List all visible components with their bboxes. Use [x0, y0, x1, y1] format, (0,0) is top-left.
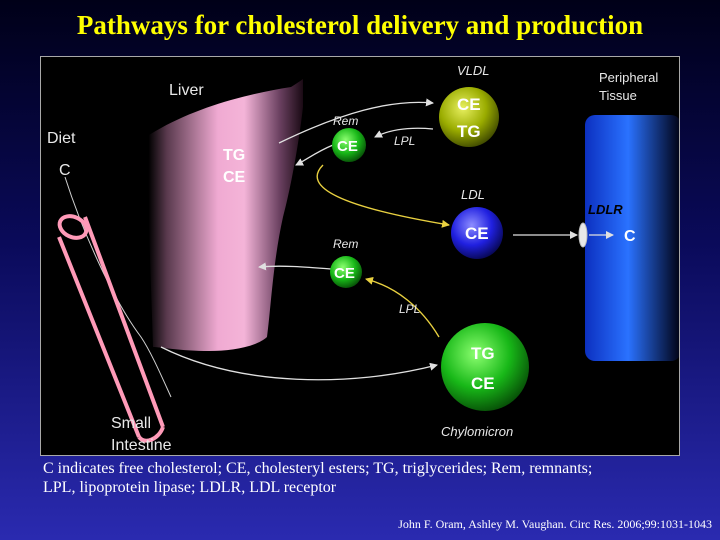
tissue-c-label: C [624, 228, 636, 245]
rem-mid-ce-label: CE [334, 265, 355, 282]
rem-top-label: Rem [333, 114, 358, 128]
arrow-rem-to-liver [295, 144, 334, 166]
small-label: Small [111, 415, 151, 432]
diet-c-label: C [59, 162, 71, 179]
lpl-top-label: LPL [394, 134, 415, 148]
ldlr-label: LDLR [588, 202, 623, 217]
vldl-tg-label: TG [457, 122, 481, 141]
liver-ce-label: CE [223, 169, 246, 186]
ldl-ce-label: CE [465, 224, 489, 243]
diagram-panel: Liver TG CE Diet C Small Intestine VLDL … [40, 56, 680, 456]
vldl-ce-label: CE [457, 95, 481, 114]
rem-top-ce-label: CE [337, 138, 358, 155]
citation: John F. Oram, Ashley M. Vaughan. Circ Re… [398, 517, 712, 531]
tissue-label: Tissue [599, 88, 637, 103]
caption-line-1: C indicates free cholesterol; CE, choles… [43, 460, 593, 477]
liver-shape [148, 79, 303, 351]
rem-mid-label: Rem [333, 237, 358, 251]
peripheral-label: Peripheral [599, 70, 658, 85]
arrow-chylo-to-rem [365, 276, 440, 338]
chylo-tg-label: TG [471, 344, 495, 363]
chylo-ce-label: CE [471, 374, 495, 393]
vldl-particle [439, 87, 499, 147]
caption-line-2: LPL, lipoprotein lipase; LDLR, LDL recep… [43, 479, 337, 496]
diet-label: Diet [47, 130, 76, 147]
ldl-label: LDL [461, 187, 485, 202]
figure-caption: C indicates free cholesterol; CE, choles… [43, 459, 703, 497]
intestine-label: Intestine [111, 437, 172, 454]
liver-label: Liver [169, 82, 204, 99]
arrow-rem-to-ldl [316, 164, 450, 228]
slide-title: Pathways for cholesterol delivery and pr… [76, 10, 644, 40]
intestine-tube-end [137, 426, 165, 443]
intestine-tube-opening [57, 214, 89, 240]
arrow-vldl-to-rem [374, 127, 434, 138]
peripheral-tissue-block [585, 115, 679, 361]
ldl-particle [451, 207, 503, 259]
arrow-rem-mid-to-liver [258, 262, 332, 271]
liver-tg-label: TG [223, 147, 245, 164]
chylomicron-particle [441, 323, 529, 411]
arrow-intestine-to-chylo [160, 346, 438, 381]
pathway-diagram: Liver TG CE Diet C Small Intestine VLDL … [47, 63, 679, 454]
remnant-particle-middle [330, 256, 362, 288]
lpl-bottom-label: LPL [399, 302, 420, 316]
chylomicron-label: Chylomicron [441, 424, 513, 439]
vldl-label: VLDL [457, 63, 490, 78]
remnant-particle-top [332, 128, 366, 162]
arrow-liver-to-vldl [278, 98, 434, 144]
ldlr-receptor [578, 222, 588, 248]
intestine-tube [57, 216, 165, 438]
